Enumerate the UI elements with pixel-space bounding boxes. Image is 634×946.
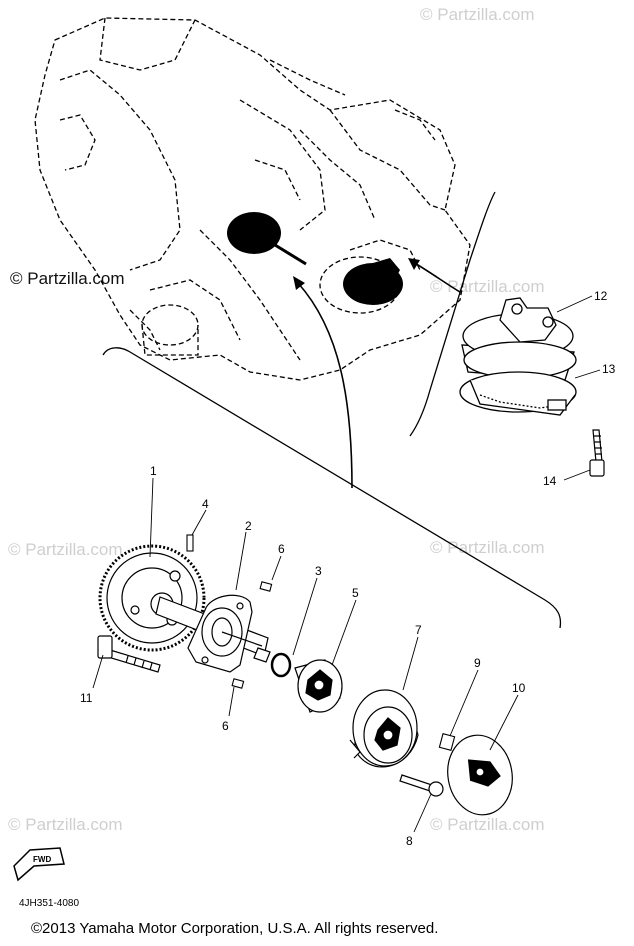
arrow-head-icon	[293, 276, 305, 290]
callout-5: 5	[352, 586, 359, 600]
callout-10: 10	[512, 681, 526, 695]
arrow-head-icon	[408, 258, 420, 270]
copyright-notice: ©2013 Yamaha Motor Corporation, U.S.A. A…	[31, 920, 439, 937]
leader-lines	[92, 295, 601, 833]
callout-11: 11	[80, 691, 93, 705]
callout-8: 8	[406, 834, 413, 848]
engine-oil-openings	[227, 212, 403, 305]
callout-14: 14	[543, 474, 557, 488]
watermark-text: © Partzilla.com	[420, 5, 535, 24]
callout-12: 12	[594, 289, 608, 303]
bolt-11-illustration	[97, 635, 161, 673]
diagram-part-number: 4JH351-4080	[19, 898, 80, 909]
callout-3: 3	[315, 564, 322, 578]
callout-4: 4	[202, 497, 209, 511]
dowel-pin-illustration	[231, 678, 245, 689]
callout-6b: 6	[222, 719, 229, 733]
watermark-text: © Partzilla.com	[8, 815, 123, 834]
callout-labels: 1 2 3 4 5 6 6 7 8 9 10 11 12 13 14	[80, 289, 616, 848]
plate-10-illustration	[447, 734, 513, 816]
oil-strainer-illustration	[459, 297, 577, 416]
callout-1: 1	[150, 464, 157, 478]
callout-7: 7	[415, 623, 422, 637]
fwd-arrow-icon: FWD	[13, 847, 65, 882]
screw-8-illustration	[399, 774, 444, 797]
watermark-text: © Partzilla.com	[430, 538, 545, 557]
washer-3-illustration	[270, 652, 292, 678]
pump-cover-illustration	[349, 689, 419, 768]
assembly-arrows	[297, 261, 461, 489]
watermark-text: © Partzilla.com	[430, 815, 545, 834]
rotor-5-illustration	[294, 659, 343, 713]
dowel-pin-illustration	[259, 581, 273, 592]
callout-2: 2	[245, 519, 252, 533]
panel-divider-lines	[102, 191, 562, 629]
watermark-text: © Partzilla.com	[430, 277, 545, 296]
pump-housing-illustration	[187, 594, 263, 673]
bolt-14-illustration	[589, 429, 605, 477]
callout-6: 6	[278, 542, 285, 556]
pin-4-illustration	[186, 534, 194, 552]
engine-case-illustration	[34, 17, 471, 381]
pin-9-illustration	[438, 733, 456, 751]
watermark-text: © Partzilla.com	[8, 540, 123, 559]
callout-9: 9	[474, 656, 481, 670]
watermarks: © Partzilla.com © Partzilla.com © Partzi…	[8, 5, 545, 834]
watermark-main: © Partzilla.com	[10, 269, 125, 288]
drive-gear-illustration	[98, 544, 206, 652]
fwd-label: FWD	[33, 855, 51, 864]
callout-13: 13	[602, 362, 616, 376]
